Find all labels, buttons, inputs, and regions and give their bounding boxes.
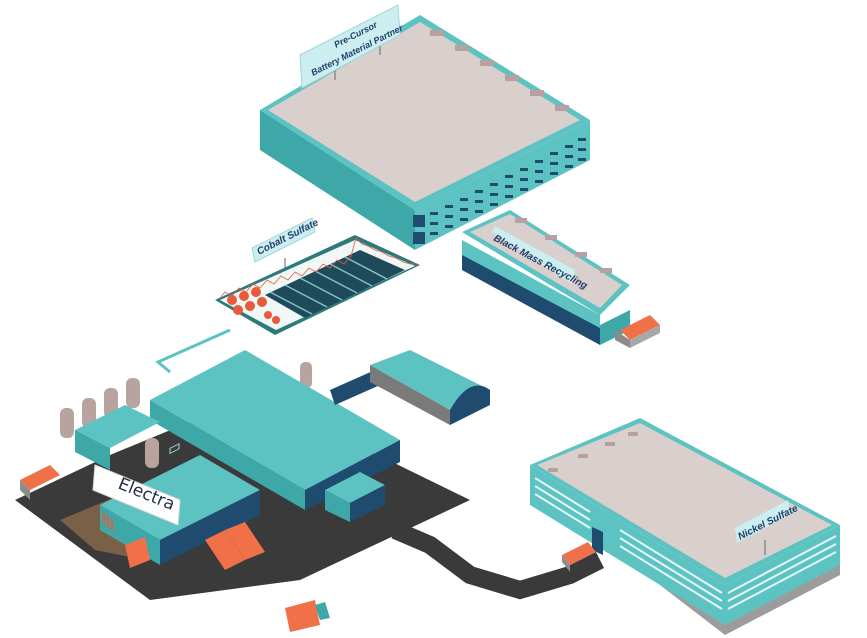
- black-mass-building: Black Mass Recycling: [462, 210, 660, 348]
- truck: [615, 315, 660, 348]
- truck: [562, 542, 596, 572]
- nickel-sulfate-building: Nickel Sulfate: [530, 418, 840, 635]
- cobalt-label: Cobalt Sulfate: [255, 217, 320, 258]
- precursor-building: Pre-Cursor Battery Material Partner: [260, 4, 590, 250]
- trucks: [20, 465, 330, 632]
- cobalt-sulfate-plant: Cobalt Sulfate: [215, 217, 420, 335]
- pipe: [155, 328, 231, 374]
- storage-tanks: [60, 362, 312, 468]
- electra-refinery: Electra: [20, 350, 490, 632]
